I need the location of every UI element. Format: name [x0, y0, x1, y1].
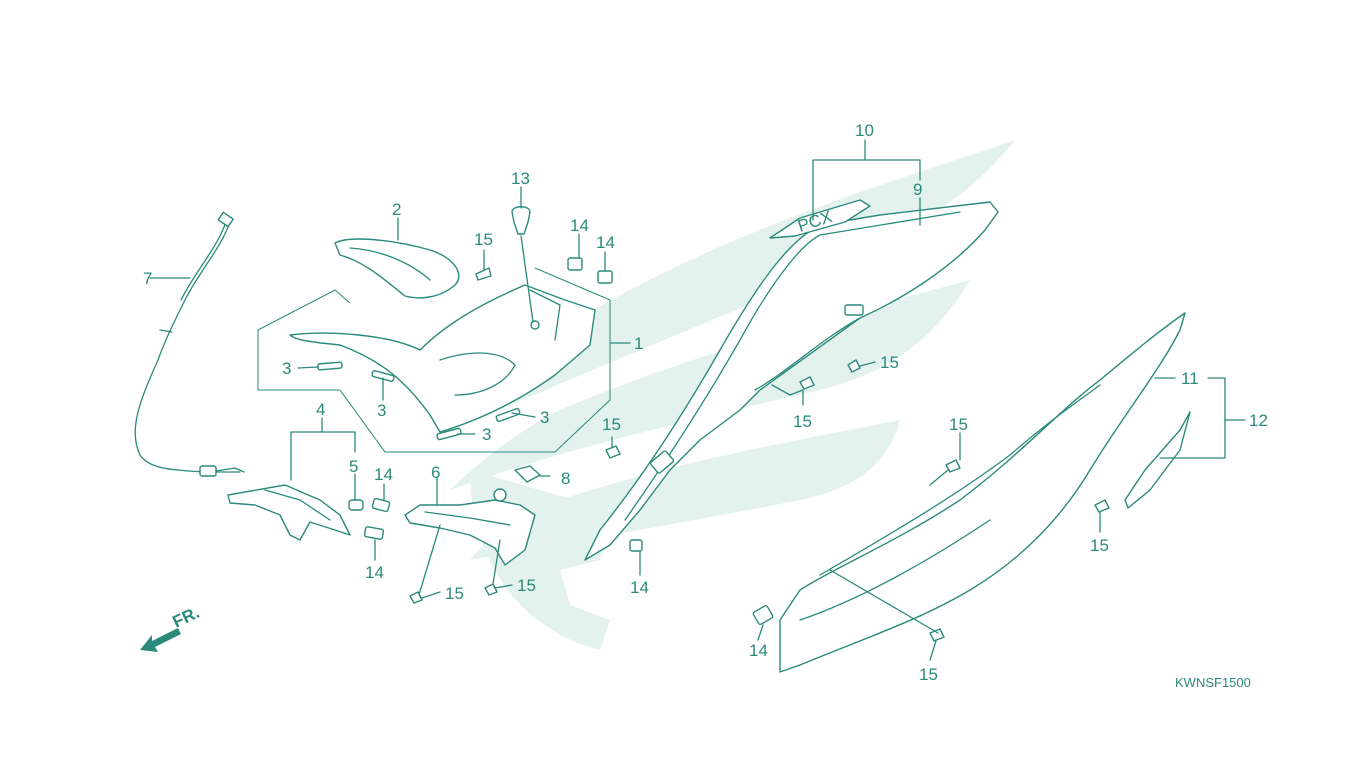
part-12-emblem — [1124, 411, 1191, 509]
part-13-clip — [511, 206, 534, 323]
callout-11: 11 — [1181, 369, 1199, 388]
callout-15: 15 — [602, 415, 621, 434]
part-1-inner-cover — [257, 267, 611, 453]
part-2-pad — [334, 238, 460, 299]
callout-13: 13 — [511, 169, 530, 188]
callout-1: 1 — [634, 334, 643, 353]
part-9-side-rail — [584, 201, 999, 561]
part-6-bracket — [404, 488, 536, 566]
callout-10: 10 — [855, 121, 874, 140]
callout-15: 15 — [949, 415, 968, 434]
front-direction-indicator: FR. — [140, 603, 203, 652]
callout-3: 3 — [377, 401, 386, 420]
figure-code: KWNSF1500 — [1175, 675, 1251, 690]
callout-15: 15 — [1090, 536, 1109, 555]
callout-4: 4 — [316, 400, 325, 419]
callout-12: 12 — [1249, 411, 1268, 430]
callout-5: 5 — [349, 457, 358, 476]
callout-15: 15 — [474, 230, 493, 249]
callout-14: 14 — [570, 216, 589, 235]
callout-14: 14 — [596, 233, 615, 252]
callout-6: 6 — [431, 463, 440, 482]
part-15-screws-right — [829, 459, 1110, 642]
part-15-screws-lower — [409, 445, 621, 604]
part-15-screw-a — [475, 267, 492, 281]
callout-15: 15 — [880, 353, 899, 372]
callout-14: 14 — [749, 641, 768, 660]
callout-2: 2 — [392, 200, 401, 219]
part-8-clip — [514, 465, 541, 483]
callout-3: 3 — [540, 408, 549, 427]
callout-7: 7 — [143, 269, 152, 288]
callout-3: 3 — [482, 425, 491, 444]
part-5-collar — [348, 499, 364, 511]
part-11-side-cover — [752, 312, 1186, 673]
front-label: FR. — [170, 603, 203, 632]
callout-14: 14 — [365, 563, 384, 582]
part-14-nuts-upper — [567, 257, 613, 284]
callout-9: 9 — [913, 180, 922, 199]
callout-8: 8 — [561, 469, 570, 488]
part-7-cable — [134, 211, 245, 477]
front-arrow-icon — [140, 628, 181, 652]
callout-15: 15 — [793, 412, 812, 431]
callout-15: 15 — [919, 665, 938, 684]
part-15-screws-mid — [629, 359, 861, 552]
part-14-nuts-middle — [363, 497, 391, 540]
callout-15: 15 — [517, 576, 536, 595]
callout-14: 14 — [374, 465, 393, 484]
leader-lines — [149, 139, 1246, 661]
part-3-clips — [317, 361, 521, 441]
callout-15: 15 — [445, 584, 464, 603]
part-4-bracket — [227, 484, 351, 541]
callout-14: 14 — [630, 578, 649, 597]
callout-numbers: 1 2 3 3 3 3 4 5 6 7 8 9 10 11 12 13 14 1… — [143, 121, 1268, 684]
callout-3: 3 — [282, 359, 291, 378]
